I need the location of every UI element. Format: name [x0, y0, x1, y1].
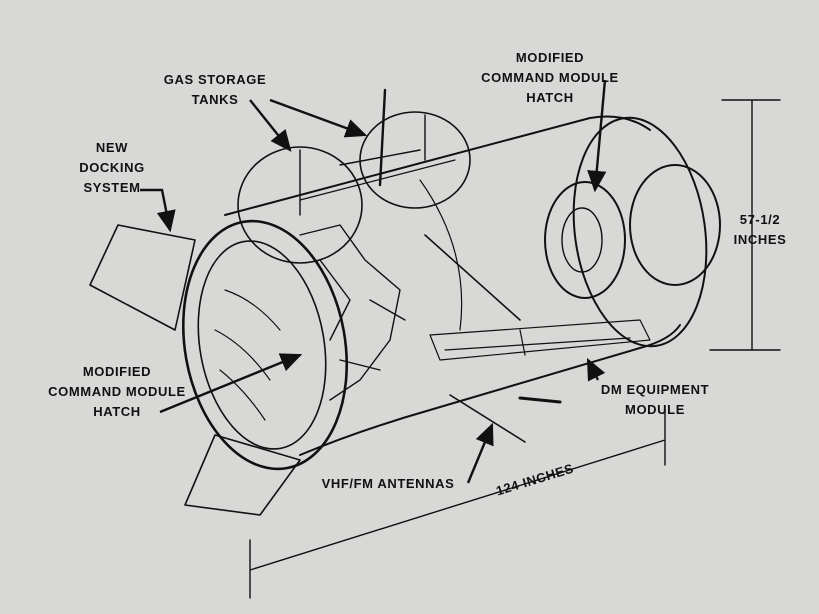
arrow-docking-system [140, 188, 176, 233]
hatch-lines [214, 289, 281, 421]
module-body-bottom-edge [299, 324, 681, 456]
label-gas-storage-tanks: GAS STORAGE TANKS [163, 72, 267, 107]
docking-ring-outer [181, 219, 349, 471]
label-height-dimension: 57-1/2 INCHES [733, 212, 787, 247]
arrow-gas-tanks-left [249, 99, 292, 152]
label-dm-equipment-module: DM EQUIPMENT MODULE [600, 382, 710, 417]
module-body-seam [299, 159, 456, 201]
label-vhf-fm-antennas: VHF/FM ANTENNAS [321, 476, 455, 491]
module-body-line [419, 179, 463, 331]
length-dimension-line [249, 409, 666, 599]
aft-hatch-ring [544, 181, 626, 299]
aft-hatch-inner [561, 207, 603, 273]
aft-tank [629, 164, 721, 286]
arrow-hatch-top [587, 79, 607, 193]
gas-tank-left [237, 146, 363, 264]
tank-strut [299, 114, 426, 216]
vhf-antenna-3 [518, 396, 562, 404]
arrow-vhf-antennas [466, 422, 494, 484]
arrow-dm-equipment [586, 357, 606, 382]
docking-mechanism [299, 224, 406, 401]
label-new-docking-system: NEW DOCKING SYSTEM [79, 140, 145, 195]
vhf-antenna-2 [449, 394, 526, 443]
gas-tank-right [359, 111, 471, 209]
vertical-antenna [378, 88, 387, 187]
docking-panel-upper [89, 224, 196, 331]
height-dimension-line [709, 99, 781, 351]
docking-panel-lower [184, 434, 301, 516]
aft-end-ring [572, 116, 708, 348]
vhf-antenna-1 [424, 234, 521, 321]
equipment-panel [429, 319, 651, 361]
docking-ring-inner [197, 240, 327, 450]
label-modified-cm-hatch-top: MODIFIED COMMAND MODULE HATCH [481, 50, 619, 105]
arrow-gas-tanks-right [269, 98, 368, 138]
label-modified-cm-hatch-left: MODIFIED COMMAND MODULE HATCH [48, 364, 186, 419]
arrow-hatch-left [159, 353, 303, 414]
module-body-top-edge [224, 115, 651, 216]
